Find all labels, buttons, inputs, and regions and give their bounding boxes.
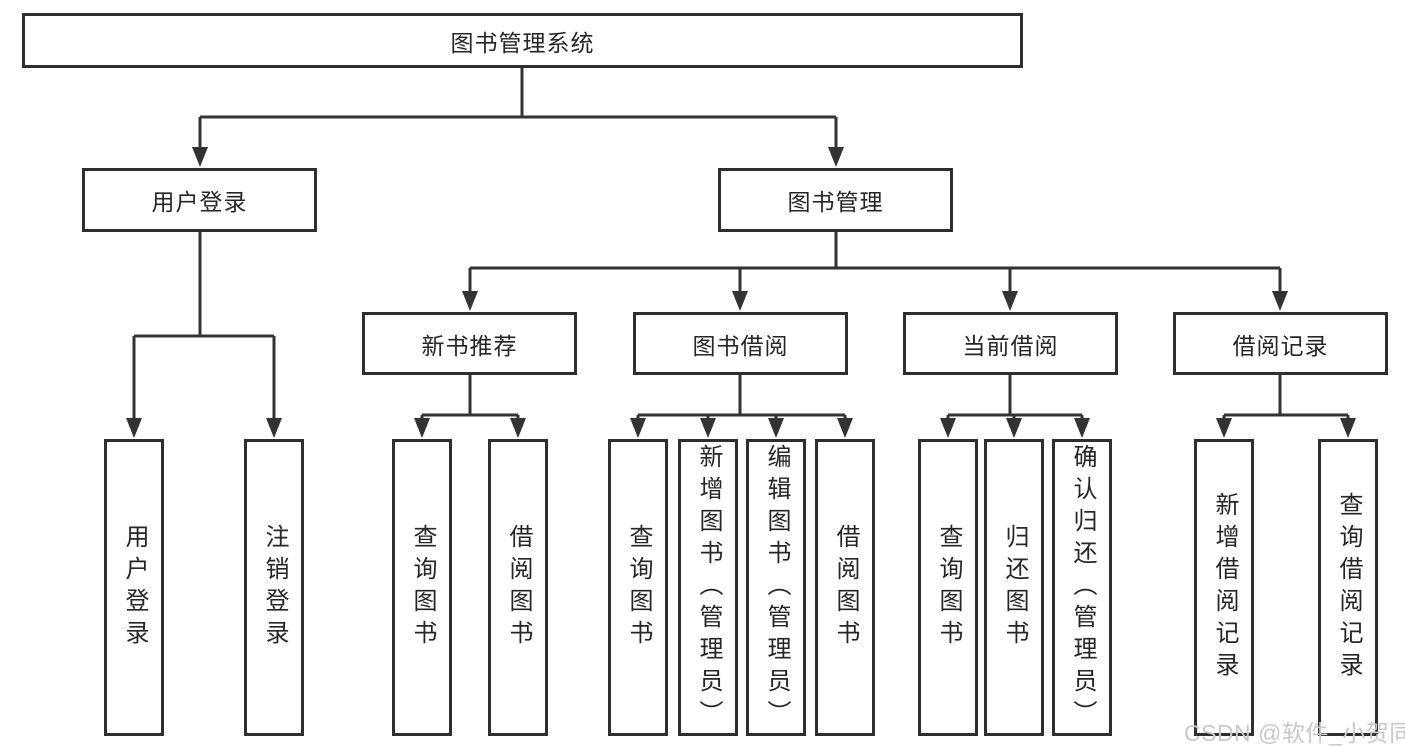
arrowhead-current-return [1006,418,1022,438]
node-borrow-records-label: 借阅记录 [1232,332,1329,359]
arrowhead-current-confirm [1074,418,1090,438]
leaf-newrec-query-books-label: 查询图书 [409,523,436,652]
connector-current-borrow-branch [946,375,1084,420]
connector-root-branch [198,68,838,149]
leaf-borrow-borrow-books: 借阅图书 [815,439,875,736]
leaf-records-add-record: 新增借阅记录 [1194,439,1254,736]
leaf-newrec-borrow-books: 借阅图书 [488,439,548,736]
leaf-borrow-add-books-admin: 新增图书（管理员） [678,439,738,736]
arrowhead-borrow-records [1272,291,1288,311]
leaf-logout-login: 注销登录 [244,439,304,736]
arrowhead-current-borrow [1002,291,1018,311]
node-new-book-recommend: 新书推荐 [362,312,577,375]
leaf-logout-login-label: 注销登录 [261,523,288,652]
leaf-borrow-borrow-books-label: 借阅图书 [832,523,859,652]
leaf-borrow-edit-books-admin: 编辑图书（管理员） [746,439,806,736]
connector-book-borrow-branch [636,375,847,420]
leaf-newrec-borrow-books-label: 借阅图书 [505,523,532,652]
node-new-book-recommend-label: 新书推荐 [421,332,518,359]
arrowhead-book-management [828,147,844,167]
leaf-records-add-record-label: 新增借阅记录 [1211,491,1238,684]
node-user-login-label: 用户登录 [151,189,248,215]
arrowhead-borrow-borrow [837,418,853,438]
leaf-current-return-books-label: 归还图书 [1001,523,1028,652]
leaf-current-confirm-return-admin: 确认归还（管理员） [1052,439,1112,736]
node-root-label: 图书管理系统 [450,29,595,56]
leaf-newrec-query-books: 查询图书 [392,439,452,736]
leaf-borrow-query-books-label: 查询图书 [625,523,652,652]
node-current-borrow: 当前借阅 [903,312,1118,375]
node-book-management: 图书管理 [718,168,953,232]
leaf-user-login-label: 用户登录 [121,523,148,652]
leaf-current-query-books-label: 查询图书 [935,523,962,652]
arrowhead-records-query [1340,418,1356,438]
arrowhead-records-add [1216,418,1232,438]
connector-book-management-branch [468,232,1282,293]
node-book-management-label: 图书管理 [787,189,884,215]
connector-new-book-branch [420,375,520,420]
arrowhead-leaf-logout [266,418,282,438]
arrowhead-current-query [940,418,956,438]
leaf-borrow-query-books: 查询图书 [608,439,668,736]
leaf-records-query-record-label: 查询借阅记录 [1335,491,1362,684]
node-borrow-records: 借阅记录 [1173,312,1388,375]
arrowhead-new-book-recommend [462,291,478,311]
arrowhead-book-borrow [732,291,748,311]
leaf-borrow-edit-books-admin-label: 编辑图书（管理员） [763,443,790,732]
leaf-user-login: 用户登录 [104,439,164,736]
arrowhead-user-login [192,147,208,167]
arrowhead-borrow-query [630,418,646,438]
arrowhead-newrec-query [414,418,430,438]
leaf-current-query-books: 查询图书 [918,439,978,736]
csdn-watermark: CSDN @软件_小贺同学 [1184,720,1405,746]
node-book-borrow-label: 图书借阅 [692,332,789,359]
leaf-borrow-add-books-admin-label: 新增图书（管理员） [695,443,722,732]
node-current-borrow-label: 当前借阅 [962,332,1059,359]
leaf-current-confirm-return-admin-label: 确认归还（管理员） [1069,443,1096,732]
node-book-borrow: 图书借阅 [633,312,848,375]
leaf-current-return-books: 归还图书 [984,439,1044,736]
arrowhead-borrow-edit [768,418,784,438]
connector-user-login-branch [132,232,276,420]
leaf-records-query-record: 查询借阅记录 [1318,439,1378,736]
node-root: 图书管理系统 [22,13,1023,68]
arrowhead-newrec-borrow [510,418,526,438]
arrowhead-leaf-user-login [126,418,142,438]
arrowhead-borrow-add [700,418,716,438]
connector-borrow-records-branch [1222,375,1350,420]
node-user-login: 用户登录 [82,168,317,232]
